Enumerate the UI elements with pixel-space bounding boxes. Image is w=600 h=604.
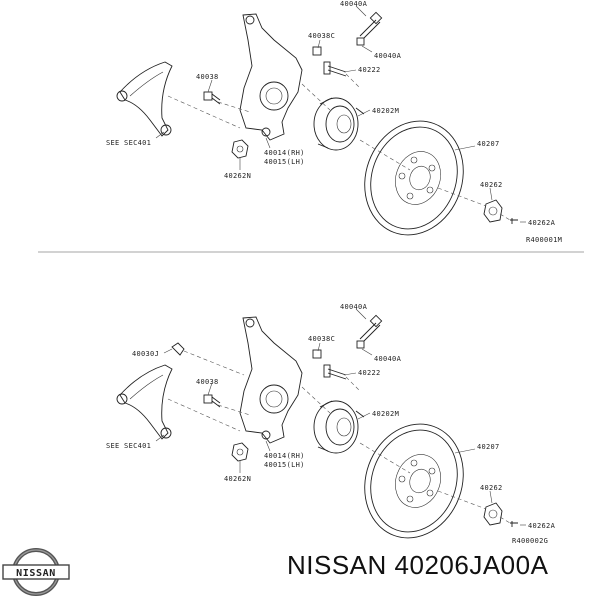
bolt-40040a-bottom (356, 314, 383, 349)
nut-40262-top (483, 199, 503, 223)
bolt-40222-bottom (323, 364, 347, 380)
label-40202m: 40202M (372, 410, 399, 418)
hub-bearing-top (313, 97, 365, 151)
logo-wordmark: NISSAN (16, 568, 56, 579)
label-40262: 40262 (480, 484, 503, 492)
label-40038c: 40038C (308, 335, 335, 343)
label-40207: 40207 (477, 443, 500, 451)
hub-bearing-bottom (313, 400, 365, 454)
label-40040a-upper: 40040A (340, 0, 368, 8)
nut-40038c-bottom (312, 349, 322, 359)
lower-arm-top (116, 61, 173, 137)
label-40262a: 40262A (528, 522, 556, 530)
diagram-reference-code: R400002G (512, 537, 548, 545)
steering-knuckle-bottom (239, 316, 303, 444)
clip-40030j (171, 342, 185, 356)
label-40015-lh: 40015(LH) (264, 461, 305, 469)
label-see-sec401: SEE SEC401 (106, 139, 151, 147)
brake-disc-bottom (364, 423, 464, 539)
nissan-logo: NISSAN (2, 546, 70, 598)
part-number-caption: NISSAN 40206JA00A (287, 550, 549, 580)
label-40040a-upper: 40040A (340, 303, 368, 311)
nut-40262n-top (231, 139, 249, 159)
label-40014-rh: 40014(RH) (264, 149, 305, 157)
label-40207: 40207 (477, 140, 500, 148)
bolt-40040a-top (356, 11, 383, 46)
label-40040a-lower: 40040A (374, 355, 402, 363)
diagram-reference-code: R400001M (526, 236, 562, 244)
steering-knuckle-top (239, 13, 303, 141)
label-40014-rh: 40014(RH) (264, 452, 305, 460)
label-40038: 40038 (196, 378, 219, 386)
label-40262n: 40262N (224, 475, 251, 483)
top-diagram: 40040A 40038C 40040A 40038 40222 40202M … (106, 0, 562, 244)
cotter-pin-bottom (510, 521, 518, 527)
label-40038: 40038 (196, 73, 219, 81)
cotter-pin-top (510, 218, 518, 224)
bolt-40222-top (323, 61, 347, 77)
bolt-40038-top (203, 91, 221, 105)
label-40262a: 40262A (528, 219, 556, 227)
bottom-diagram: 40040A 40038C 40030J 40040A 40038 40222 … (106, 303, 556, 545)
label-see-sec401: SEE SEC401 (106, 442, 151, 450)
label-40030j: 40030J (132, 350, 159, 358)
label-40202m: 40202M (372, 107, 399, 115)
label-40040a-lower: 40040A (374, 52, 402, 60)
label-40038c: 40038C (308, 32, 335, 40)
nut-40038c-top (312, 46, 322, 56)
bolt-40038-bottom (203, 394, 221, 408)
label-40015-lh: 40015(LH) (264, 158, 305, 166)
nut-40262n-bottom (231, 442, 249, 462)
lower-arm-bottom (116, 364, 173, 440)
label-40262n: 40262N (224, 172, 251, 180)
nut-40262-bottom (483, 502, 503, 526)
label-40222: 40222 (358, 66, 381, 74)
brake-disc-top (364, 120, 464, 236)
label-40222: 40222 (358, 369, 381, 377)
label-40262: 40262 (480, 181, 503, 189)
